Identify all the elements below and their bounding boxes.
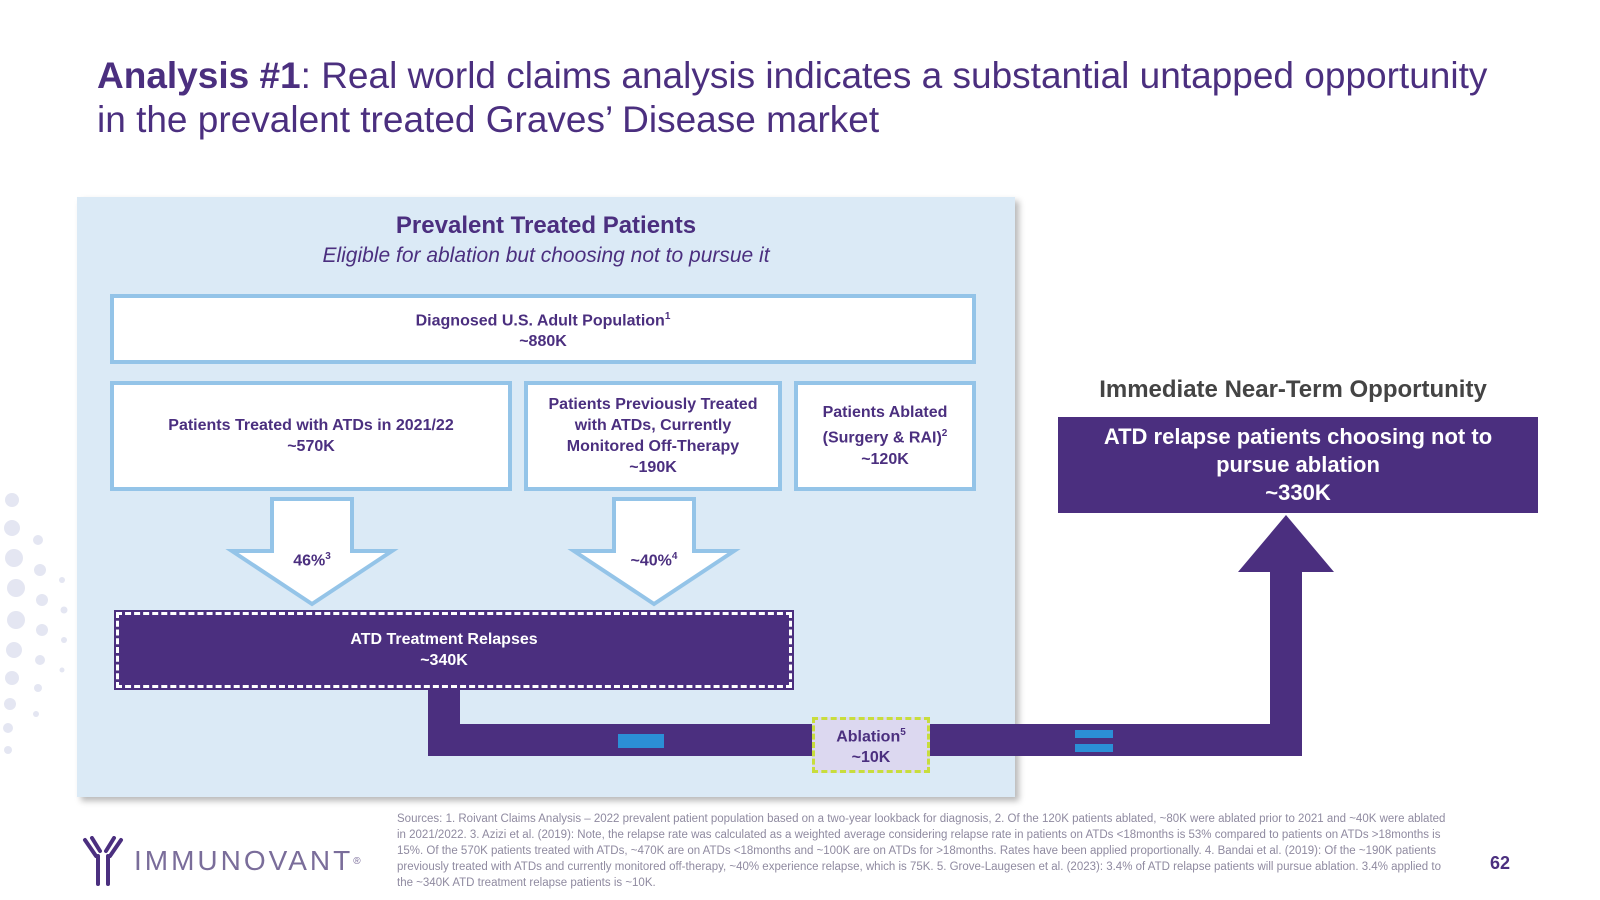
prevalent-treated-panel xyxy=(77,197,1015,797)
opportunity-box: ATD relapse patients choosing not to pur… xyxy=(1058,417,1538,513)
panel-subtitle: Eligible for ablation but choosing not t… xyxy=(322,244,770,267)
registered-mark: ® xyxy=(353,855,361,867)
treated-with-atds-box: Patients Treated with ATDs in 2021/22 ~5… xyxy=(110,381,512,491)
ablation-box: Ablation5 ~10K xyxy=(812,717,930,773)
arrow-46-value: 46% xyxy=(293,552,326,570)
atd-treatment-relapses-box: ATD Treatment Relapses ~340K xyxy=(114,610,794,690)
diagnosed-population-box: Diagnosed U.S. Adult Population1 ~880K xyxy=(110,294,976,364)
previously-treated-box: Patients Previously Treated with ATDs, C… xyxy=(524,381,782,491)
ablated-footnote: 2 xyxy=(941,428,948,440)
decorative-dots xyxy=(3,493,68,754)
previous-value: ~190K xyxy=(629,459,677,476)
arrow-40-value: ~40% xyxy=(630,552,672,570)
opportunity-title: Immediate Near-Term Opportunity xyxy=(1099,376,1487,403)
previous-line3: Monitored Off-Therapy xyxy=(566,438,740,455)
previous-line1: Patients Previously Treated xyxy=(548,396,758,413)
immunovant-logo-icon xyxy=(83,836,123,886)
relapse-label: ATD Treatment Relapses xyxy=(350,631,538,648)
ablated-line2: (Surgery & RAI) xyxy=(822,429,942,447)
equals-icon-bottom xyxy=(1075,744,1113,752)
ablation-value: ~10K xyxy=(851,749,891,767)
ablated-value: ~120K xyxy=(861,450,909,468)
diagnosed-footnote: 1 xyxy=(664,310,671,322)
treated-label: Patients Treated with ATDs in 2021/22 xyxy=(168,417,454,434)
immunovant-wordmark: IMMUNOVANT xyxy=(134,845,354,876)
arrow-46-footnote: 3 xyxy=(325,551,331,562)
arrow-40-label: ~40%4 xyxy=(614,551,694,570)
ablation-footnote: 5 xyxy=(900,726,906,738)
page-number: 62 xyxy=(1490,853,1511,873)
previous-line2: with ATDs, Currently xyxy=(574,417,732,434)
patients-ablated-box: Patients Ablated (Surgery & RAI)2 ~120K xyxy=(794,381,976,491)
sources-footnote: Sources: 1. Roivant Claims Analysis – 20… xyxy=(397,813,1446,889)
treated-value: ~570K xyxy=(287,438,335,455)
diagnosed-value: ~880K xyxy=(519,333,567,351)
opportunity-line2: pursue ablation xyxy=(1216,452,1380,477)
relapse-value: ~340K xyxy=(420,652,468,669)
equals-icon-top xyxy=(1075,730,1113,738)
diagnosed-label: Diagnosed U.S. Adult Population xyxy=(415,312,665,330)
immunovant-logo: IMMUNOVANT® xyxy=(80,836,361,886)
slide-title-rest: : Real world claims analysis indicates a… xyxy=(97,55,1488,140)
up-arrow-head xyxy=(1238,515,1334,572)
flow-vertical-right xyxy=(1270,570,1302,756)
slide-title: Analysis #1: Real world claims analysis … xyxy=(97,54,1517,142)
opportunity-line1: ATD relapse patients choosing not to xyxy=(1103,424,1493,449)
panel-title: Prevalent Treated Patients xyxy=(395,212,697,239)
arrow-46-label: 46%3 xyxy=(272,551,352,570)
ablated-line1: Patients Ablated xyxy=(822,404,948,422)
opportunity-value: ~330K xyxy=(1265,480,1331,505)
arrow-40-footnote: 4 xyxy=(671,551,678,562)
slide-title-bold: Analysis #1 xyxy=(97,55,301,96)
ablation-label: Ablation xyxy=(836,728,901,746)
